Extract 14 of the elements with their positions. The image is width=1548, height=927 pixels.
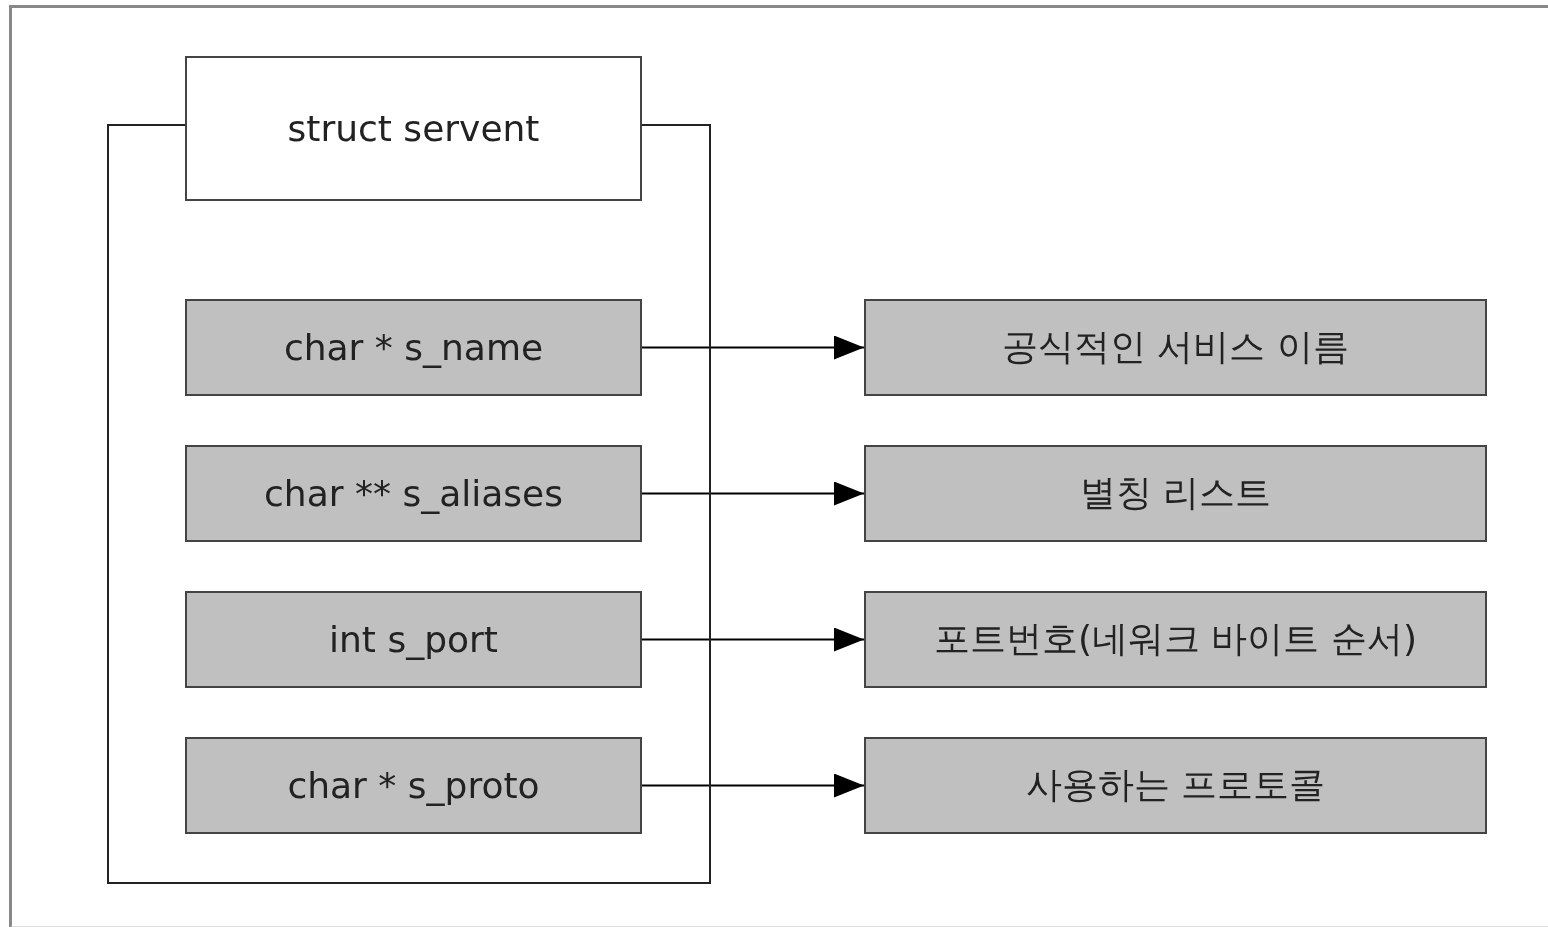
field-box: char ** s_aliases — [185, 445, 642, 542]
arrow — [641, 773, 865, 798]
field-box: int s_port — [185, 591, 642, 688]
struct-title: struct servent — [185, 56, 642, 201]
description-box: 사용하는 프로토콜 — [864, 737, 1487, 834]
description-box: 별칭 리스트 — [864, 445, 1487, 542]
arrow — [641, 335, 865, 360]
arrow — [641, 481, 865, 506]
description-box: 공식적인 서비스 이름 — [864, 299, 1487, 396]
struct-frame — [107, 56, 711, 884]
field-box: char * s_name — [185, 299, 642, 396]
field-box: char * s_proto — [185, 737, 642, 834]
description-box: 포트번호(네워크 바이트 순서) — [864, 591, 1487, 688]
arrow — [641, 627, 865, 652]
